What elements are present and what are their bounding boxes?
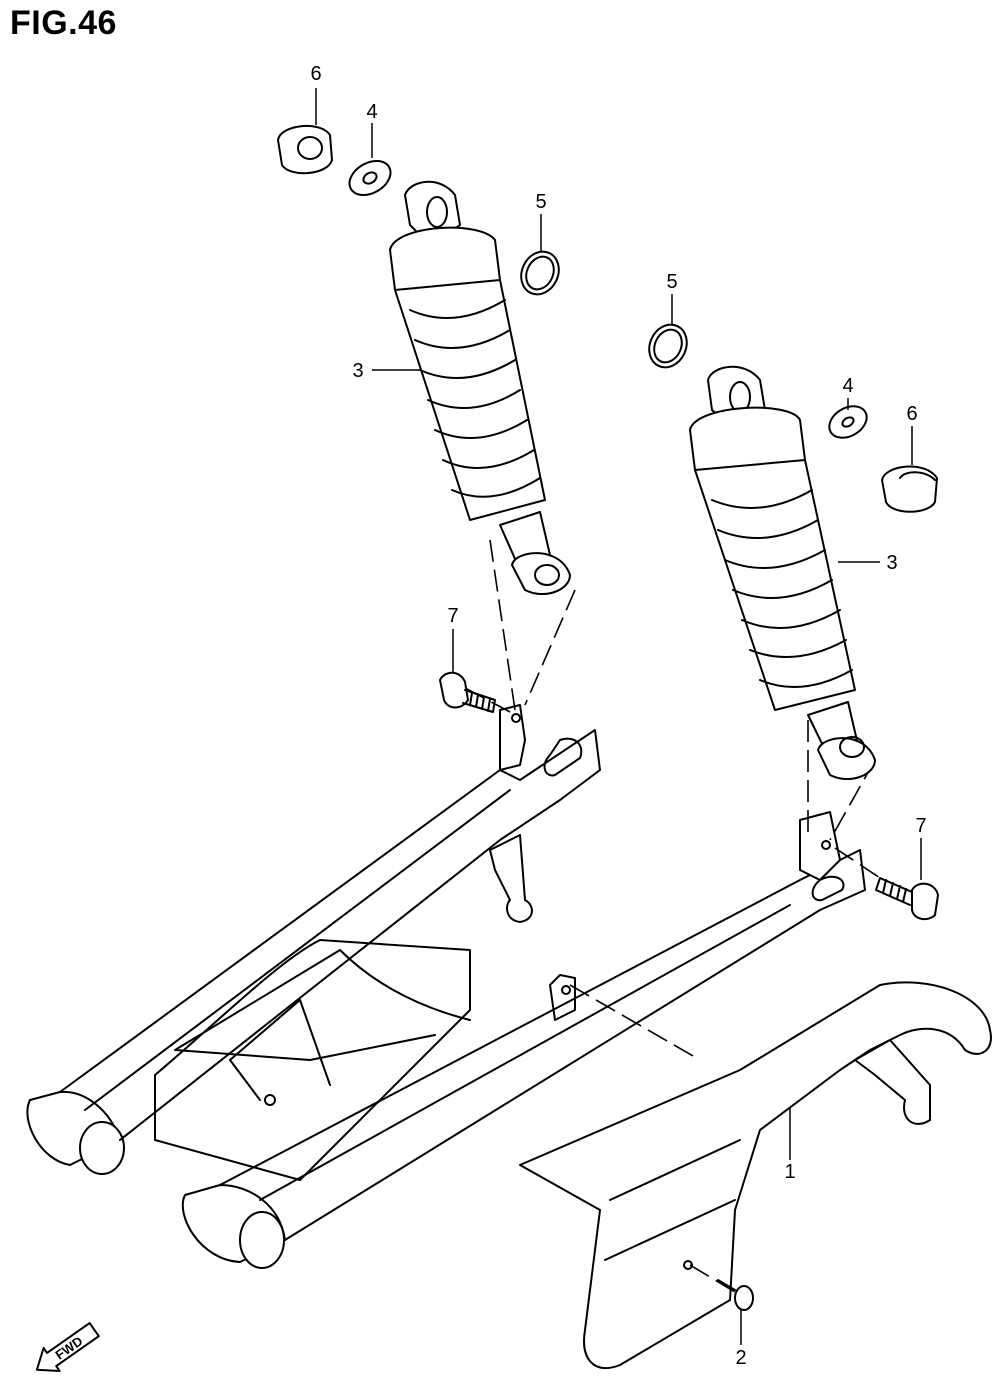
ref-number-7: 7	[447, 605, 458, 627]
chain-case	[519, 981, 992, 1370]
washer-right-hole	[841, 416, 855, 428]
bolt-right	[875, 877, 939, 921]
ref-number-4: 4	[842, 375, 853, 397]
washer-right	[828, 405, 868, 439]
screw	[717, 1279, 754, 1311]
ref-number-3: 3	[886, 552, 897, 574]
shock-spring-coils-left	[409, 299, 541, 498]
washer-left	[348, 159, 392, 197]
swing-arm	[26, 704, 866, 1269]
washer-left-hole	[362, 171, 378, 185]
nut-right	[881, 465, 938, 513]
ref-number-1: 1	[784, 1161, 795, 1183]
nut-left	[277, 124, 333, 175]
ring-left	[520, 250, 560, 296]
shock-absorber-left	[389, 180, 571, 595]
forward-direction-arrow: FWD	[35, 1322, 100, 1372]
ref-number-5: 5	[535, 191, 546, 213]
ref-number-6: 6	[310, 63, 321, 85]
shock-spring-coils-right	[711, 489, 853, 689]
ref-number-4: 4	[366, 101, 377, 123]
bolt-left	[439, 671, 496, 713]
ring-left-inner	[525, 255, 555, 291]
figure-title: FIG.46	[10, 4, 117, 42]
ring-right	[648, 323, 688, 369]
reference-leader-lines	[315, 88, 922, 1345]
ref-number-3: 3	[352, 360, 363, 382]
reference-numbers: 6 4 5 5 4 6 3 3 7 7 1 2	[310, 63, 926, 1369]
shock-absorber-right	[689, 365, 876, 780]
ring-right-inner	[653, 328, 683, 364]
ref-number-7: 7	[915, 815, 926, 837]
ref-number-2: 2	[735, 1347, 746, 1369]
assembly-dashed-lines	[464, 539, 881, 1296]
ref-number-5: 5	[666, 271, 677, 293]
ref-number-6: 6	[906, 403, 917, 425]
